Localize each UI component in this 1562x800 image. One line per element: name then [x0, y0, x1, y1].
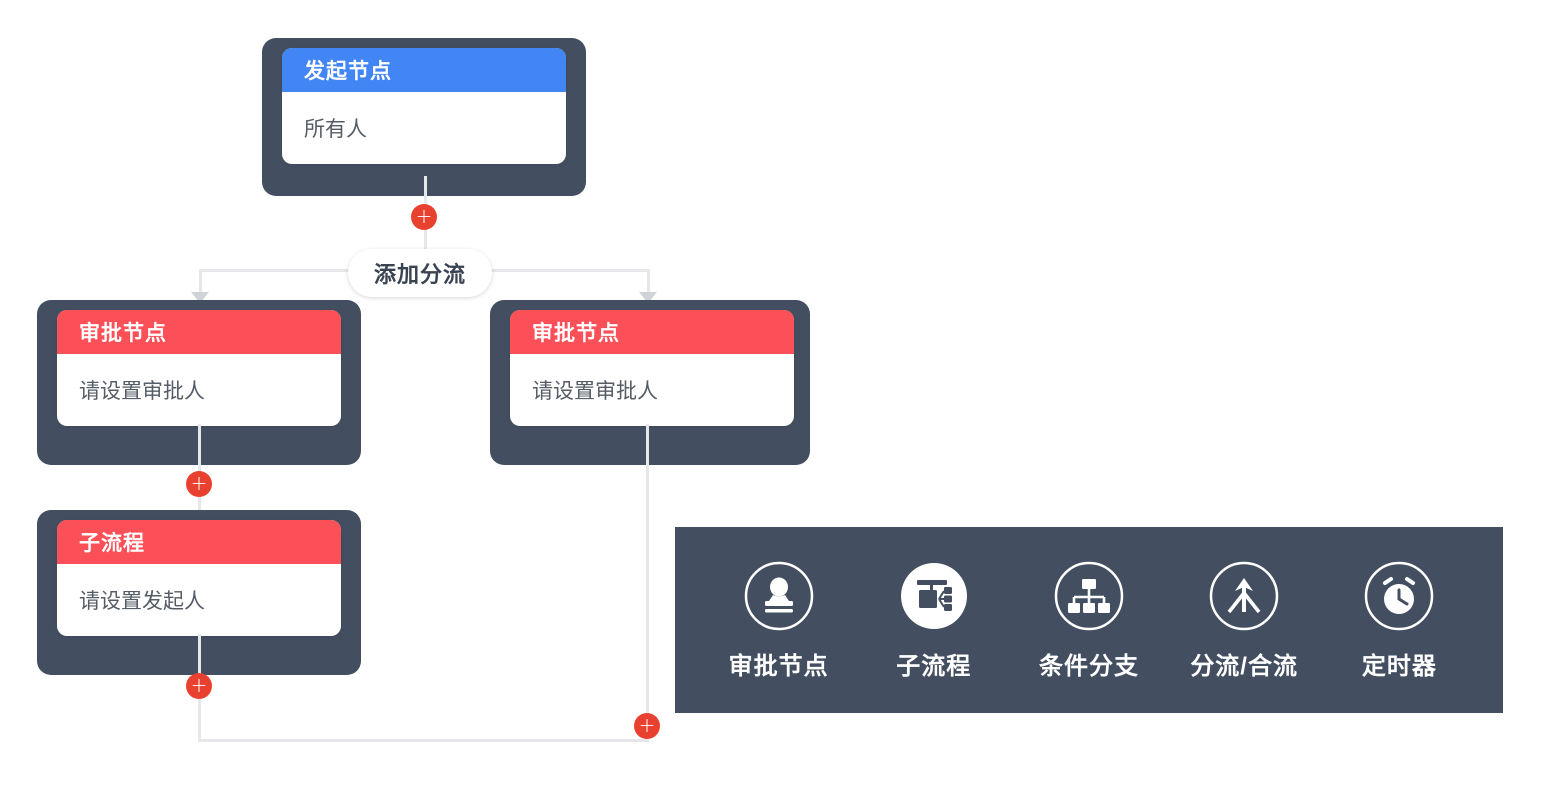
palette-item-timer[interactable]: 定时器 [1324, 560, 1474, 681]
add-after-approve-right-button[interactable]: + [634, 713, 660, 739]
approve-node-left-body: 请设置审批人 [79, 380, 205, 403]
branch-merge-line [198, 739, 648, 742]
add-after-start-button[interactable]: + [411, 204, 437, 230]
palette-label: 分流/合流 [1190, 652, 1298, 680]
subprocess-node-title: 子流程 [57, 520, 341, 564]
palette-label: 定时器 [1361, 652, 1437, 680]
start-node-card[interactable]: 发起节点 所有人 [282, 48, 566, 164]
branch-left-drop [199, 269, 202, 295]
approve-node-left-title: 审批节点 [57, 310, 341, 354]
branch-right-arrow-icon [639, 292, 657, 303]
palette-label: 审批节点 [728, 652, 829, 680]
add-after-approve-left-button[interactable]: + [186, 471, 212, 497]
split-merge-icon [1208, 560, 1280, 632]
plus-icon: + [638, 713, 656, 737]
approve-node-right[interactable]: 审批节点 请设置审批人 [490, 300, 810, 465]
branch-right-drop [647, 269, 650, 295]
add-branch-label: 添加分流 [374, 262, 467, 287]
add-branch-button[interactable]: 添加分流 [348, 249, 493, 297]
subprocess-node-card[interactable]: 子流程 请设置发起人 [57, 520, 341, 636]
branch-left-arrow-icon [191, 292, 209, 303]
palette-label: 子流程 [896, 652, 972, 680]
palette-item-approval-node[interactable]: 审批节点 [704, 560, 854, 681]
start-node-body: 所有人 [304, 118, 367, 141]
subprocess-node[interactable]: 子流程 请设置发起人 [37, 510, 361, 675]
plus-icon: + [190, 471, 208, 495]
approve-node-right-body: 请设置审批人 [532, 380, 658, 403]
subprocess-node-body: 请设置发起人 [79, 590, 205, 613]
plus-icon: + [190, 673, 208, 697]
connector-approve-right-to-merge [646, 424, 649, 742]
palette-item-condition-branch[interactable]: 条件分支 [1014, 560, 1164, 681]
start-node-title: 发起节点 [282, 48, 566, 92]
condition-branch-icon [1053, 560, 1125, 632]
palette-label: 条件分支 [1038, 652, 1139, 680]
approve-node-right-title: 审批节点 [510, 310, 794, 354]
subprocess-icon [898, 560, 970, 632]
approve-node-left-card[interactable]: 审批节点 请设置审批人 [57, 310, 341, 426]
connector-approve-left-to-subprocess [198, 424, 201, 514]
start-node[interactable]: 发起节点 所有人 [262, 38, 586, 196]
palette-item-subprocess[interactable]: 子流程 [859, 560, 1009, 681]
timer-icon [1363, 560, 1435, 632]
add-after-subprocess-button[interactable]: + [186, 673, 212, 699]
approval-stamp-icon [743, 560, 815, 632]
palette-item-split-merge[interactable]: 分流/合流 [1169, 560, 1319, 681]
node-palette-toolbar[interactable]: 审批节点 子流程 [675, 527, 1503, 713]
plus-icon: + [415, 204, 433, 228]
approve-node-right-card[interactable]: 审批节点 请设置审批人 [510, 310, 794, 426]
